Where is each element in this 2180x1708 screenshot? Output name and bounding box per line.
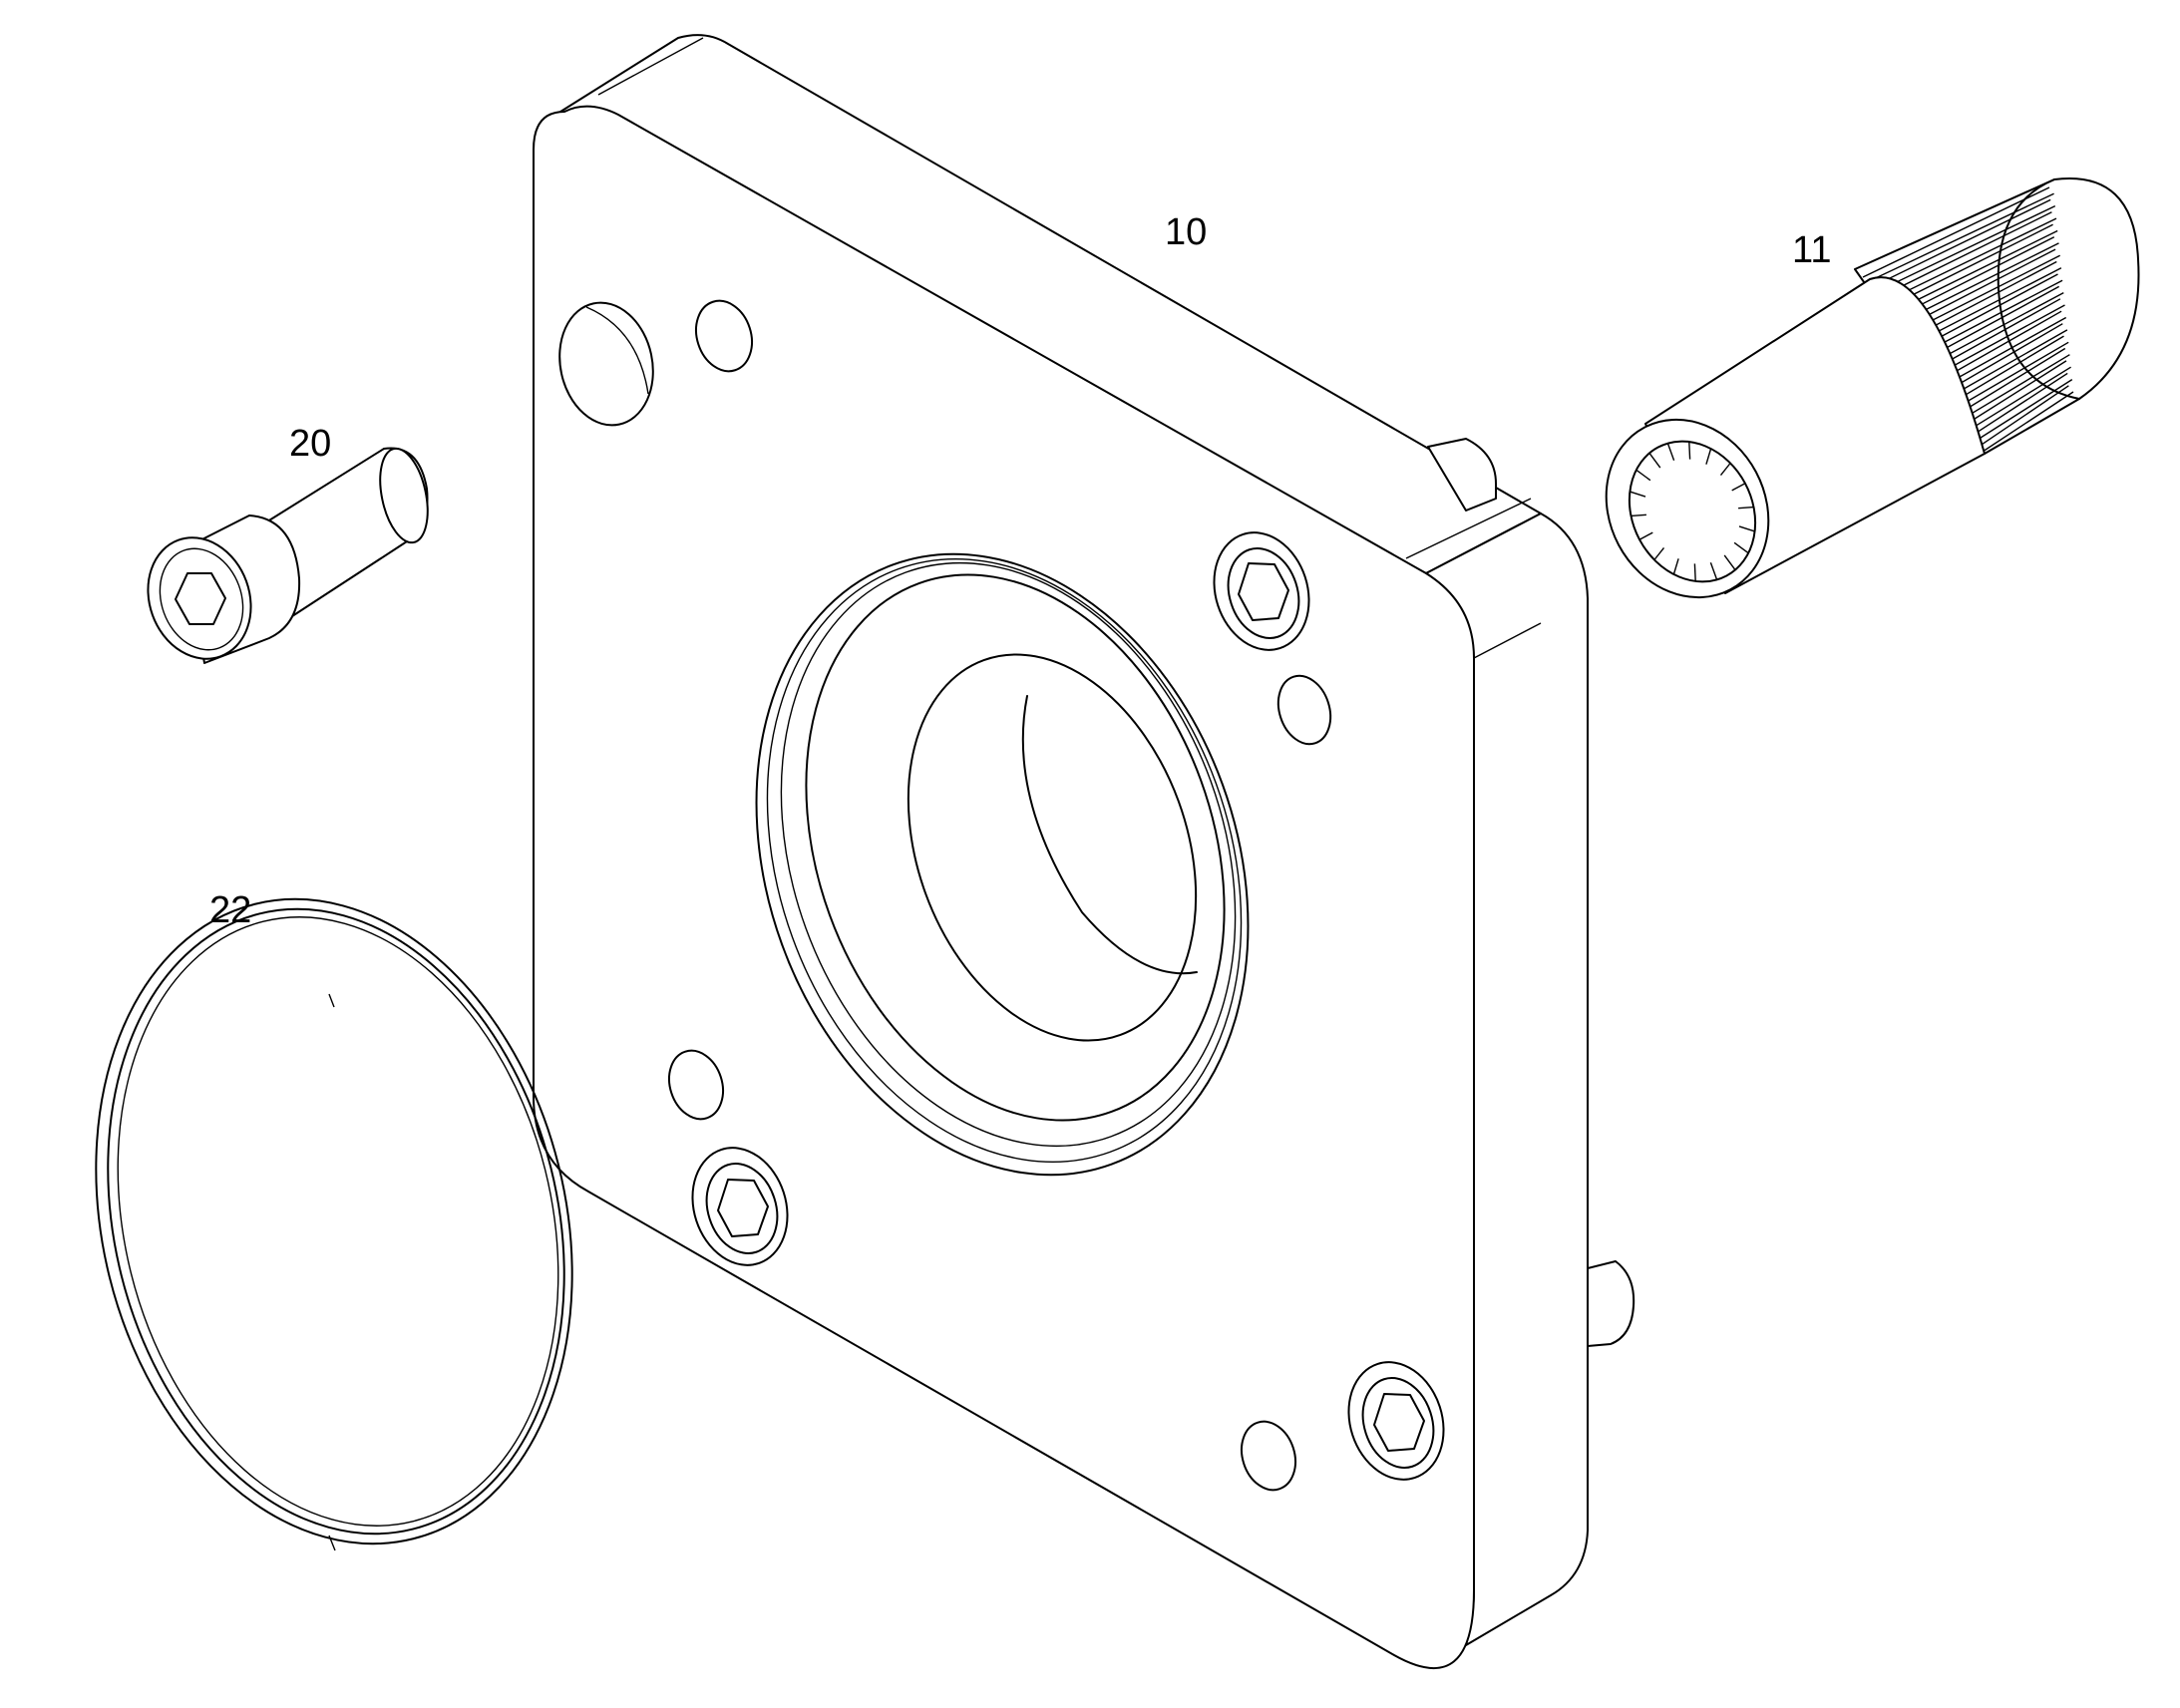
internal-spline-tooth — [1738, 506, 1754, 510]
internal-spline-tooth — [1693, 563, 1696, 581]
spline-tooth-line — [1964, 360, 2067, 427]
coupling-spline-head-end — [1997, 178, 2080, 400]
spline-tooth-line — [1946, 329, 2068, 400]
small-hole — [1276, 674, 1332, 746]
spline-tooth-line — [1873, 204, 2056, 294]
internal-spline-tooth — [1688, 442, 1691, 460]
internal-spline-tooth — [1738, 525, 1755, 532]
flange-edge-line — [597, 37, 704, 96]
internal-spline-tooth — [1648, 452, 1661, 469]
small-hole — [695, 299, 753, 373]
installed-screw-upper-right — [1213, 531, 1310, 651]
flange-front-face — [533, 105, 1475, 1670]
spline-tooth-line — [1982, 391, 2074, 453]
internal-spline-tooth — [1666, 443, 1675, 461]
internal-spline-tooth — [1733, 541, 1749, 554]
spline-tooth-line — [1862, 186, 2050, 278]
pilot-pin-upper — [1427, 438, 1497, 512]
internal-spline-tooth — [1723, 554, 1736, 571]
screw-shank-end — [379, 447, 429, 544]
spline-tooth-line — [1975, 379, 2073, 442]
installed-screw-lower-left — [691, 1147, 789, 1266]
internal-spline-tooth — [1709, 562, 1718, 580]
callout-label: 22 — [209, 889, 251, 931]
spline-tooth-line — [1869, 198, 2051, 289]
central-boss — [755, 552, 1250, 1177]
spline-tooth-line — [1957, 347, 2066, 416]
internal-spline-tooth — [1705, 448, 1712, 465]
spline-tooth-line — [1960, 354, 2070, 421]
bore-inner-edge — [1021, 695, 1198, 975]
spline-tooth-line — [1866, 192, 2054, 283]
spline-tooth-line — [1979, 385, 2069, 448]
spline-tooth-line — [1877, 211, 2052, 299]
internal-spline-tooth — [1635, 469, 1651, 482]
screw-head-face — [147, 536, 252, 660]
spline-tooth-line — [1953, 341, 2069, 411]
o-ring — [95, 897, 573, 1551]
callout-label: 20 — [289, 423, 331, 465]
callout-label: 11 — [1792, 229, 1831, 271]
spline-tooth-line — [1971, 372, 2068, 437]
hex-socket-icon — [175, 572, 226, 625]
flange-top-face — [559, 34, 1542, 574]
internal-spline-tooth — [1631, 513, 1646, 517]
pilot-pin-lower — [1587, 1260, 1635, 1347]
spline-tooth-line — [1949, 335, 2064, 405]
coupling-front-opening — [1605, 418, 1770, 599]
small-hole — [1241, 1420, 1296, 1492]
flange-plate — [533, 34, 1635, 1670]
internal-spline-tooth — [1731, 483, 1746, 492]
small-hole — [668, 1049, 724, 1121]
installed-screw-lower-right — [1347, 1361, 1445, 1481]
spline-tooth-line — [1942, 323, 2063, 395]
internal-spline-tooth — [1630, 491, 1646, 498]
flange-edge-line — [1405, 498, 1532, 559]
internal-spline-teeth — [1630, 442, 1755, 581]
large-hole — [558, 301, 654, 427]
internal-spline-tooth — [1672, 558, 1679, 575]
internal-spline-tooth — [1653, 546, 1665, 560]
spline-tooth-line — [1968, 366, 2071, 432]
callout-label: 10 — [1165, 211, 1207, 253]
internal-spline-tooth — [1719, 463, 1731, 477]
splined-coupling — [1605, 177, 2140, 599]
screw-head-chamfer — [159, 547, 244, 651]
socket-head-screw — [147, 447, 429, 664]
internal-spline-tooth — [1638, 531, 1653, 540]
flange-edge-line — [1473, 622, 1542, 659]
